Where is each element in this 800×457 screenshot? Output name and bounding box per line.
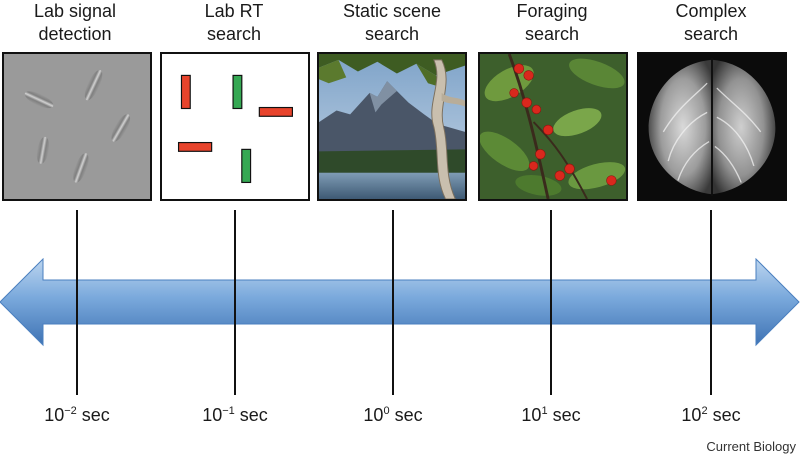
gabor-patch (73, 153, 89, 183)
berry (513, 63, 525, 74)
berry (528, 161, 539, 171)
tick-line (550, 210, 552, 395)
time-base: 10 (681, 405, 702, 425)
journal-credit: Current Biology (706, 439, 796, 454)
title-line: Static scene (342, 1, 442, 21)
time-unit: sec (239, 405, 268, 425)
berry (554, 170, 565, 181)
red-horizontal-bar (177, 141, 213, 152)
title-lab-rt-search: Lab RT search (159, 0, 309, 46)
berry (535, 149, 546, 160)
red-vertical-bar (180, 74, 191, 110)
time-label-0: 10−2 sec (17, 405, 137, 426)
time-label-1: 10−1 sec (175, 405, 295, 426)
gabor-patch-panel (2, 52, 152, 201)
mountain-lake-photo (319, 54, 465, 199)
gabor-patch (84, 69, 103, 101)
time-label-2: 100 sec (333, 405, 453, 426)
title-line: Complex (675, 1, 747, 21)
title-line: detection (38, 24, 112, 44)
tick-line (76, 210, 78, 395)
tick-line (392, 210, 394, 395)
time-base: 10 (44, 405, 65, 425)
title-line: search (524, 24, 580, 44)
green-vertical-bar (241, 148, 252, 184)
time-base: 10 (521, 405, 542, 425)
time-exponent: −1 (222, 405, 235, 417)
time-unit: sec (552, 405, 581, 425)
mammogram-image (639, 54, 785, 199)
time-label-4: 102 sec (651, 405, 771, 426)
berry (523, 70, 534, 81)
time-exponent: 0 (383, 405, 390, 417)
gabor-patch (24, 91, 54, 109)
time-exponent: −2 (64, 405, 77, 417)
berry (542, 124, 554, 136)
green-vertical-bar (232, 74, 243, 110)
berry (509, 88, 519, 98)
gabor-patches-image (4, 54, 150, 199)
rt-search-panel (160, 52, 310, 201)
time-base: 10 (363, 405, 384, 425)
time-unit: sec (81, 405, 110, 425)
berry (606, 175, 617, 186)
red-horizontal-bar (258, 106, 293, 117)
berry (531, 104, 542, 115)
title-foraging-search: Foraging search (477, 0, 627, 46)
title-line: search (683, 24, 739, 44)
berry (521, 97, 532, 108)
time-label-3: 101 sec (491, 405, 611, 426)
time-unit: sec (394, 405, 423, 425)
gabor-patch (111, 114, 131, 142)
title-complex-search: Complex search (636, 0, 786, 46)
berries-photo (480, 54, 626, 199)
title-static-scene-search: Static scene search (317, 0, 467, 46)
time-exponent: 1 (541, 405, 548, 417)
time-exponent: 2 (701, 405, 708, 417)
mammogram-panel (637, 52, 787, 201)
static-scene-panel (317, 52, 467, 201)
title-line: search (364, 24, 420, 44)
timeline-arrow (0, 258, 800, 347)
title-lab-signal-detection: Lab signal detection (0, 0, 150, 46)
title-line: Lab signal (33, 1, 117, 21)
tick-line (710, 210, 712, 395)
title-line: Foraging (516, 1, 588, 21)
time-base: 10 (202, 405, 223, 425)
tick-line (234, 210, 236, 395)
gabor-patch (36, 136, 50, 164)
title-line: search (206, 24, 262, 44)
rt-search-display (177, 74, 293, 184)
berry (564, 163, 575, 174)
time-unit: sec (712, 405, 741, 425)
title-line: Lab RT (204, 1, 264, 21)
foraging-panel (478, 52, 628, 201)
